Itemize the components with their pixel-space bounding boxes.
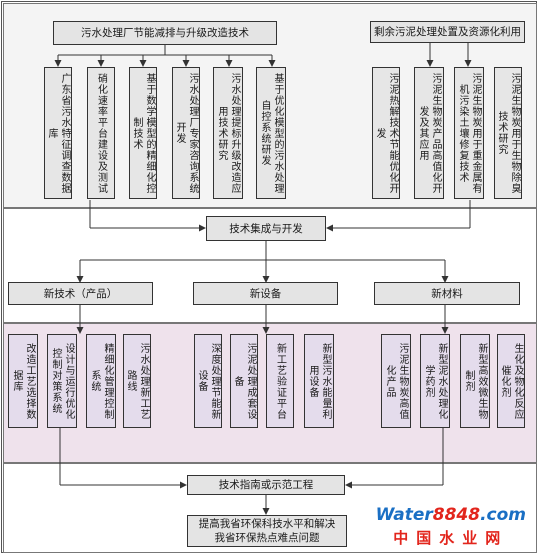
product-8: 新型污水能量利用设备: [304, 334, 334, 428]
product-6: 污泥处理成套设备: [230, 334, 258, 428]
product-9: 污泥生物炭高值化产品: [381, 334, 411, 428]
research-item-2: 硝化速率平台建设及测试: [87, 67, 115, 199]
product-2: 设计与运行优化控制对策系统: [47, 334, 77, 428]
technology-integration-box: 技术集成与开发: [206, 216, 326, 241]
category-new-equipment: 新设备: [193, 282, 338, 305]
research-item-3: 基于数学模型的精细化控制技术: [129, 67, 157, 199]
product-7: 新工艺验证平台: [266, 334, 294, 428]
category-new-technology: 新技术（产品）: [8, 282, 153, 305]
research-item-1: 广东省污水特征调查数据库: [44, 67, 72, 199]
research-item-4: 污水处理厂专家咨询系统开发: [172, 67, 200, 199]
sludge-item-4: 污泥生物炭用于生物除臭技术研究: [494, 67, 522, 199]
goal-line-2: 我省环保热点难点问题: [214, 532, 320, 544]
energy-saving-upgrade-title: 污水处理厂节能减排与升级改造技术: [53, 21, 277, 45]
sludge-item-2: 污泥生物炭产品高值化开发及其应用: [414, 67, 444, 199]
product-1: 改造工艺选择数据库: [8, 334, 38, 428]
research-item-6: 基于优化模型的污水处理自控系统研发: [256, 67, 286, 199]
site-watermark: Water8848.com 中国水业网: [376, 505, 526, 548]
watermark-site-name: 中国水业网: [393, 529, 509, 547]
sludge-treatment-title: 剩余污泥处理处置及资源化利用: [370, 21, 525, 43]
product-3: 精细化管理控制系统: [86, 334, 116, 428]
watermark-logo: Water8848.com: [375, 505, 526, 525]
goal-line-1: 提高我省环保科技水平和解决: [198, 518, 336, 530]
product-11: 新型高效微生物制剂: [460, 334, 490, 428]
goal-box: 提高我省环保科技水平和解决 我省环保热点难点问题: [187, 515, 347, 547]
technical-guide-box: 技术指南或示范工程: [187, 475, 345, 495]
product-12: 生化及物化反应催化剂: [497, 334, 525, 428]
category-new-materials: 新材料: [374, 282, 520, 305]
sludge-item-3: 污泥生物炭用于重金属有机污染土壤修复技术: [454, 67, 484, 199]
research-item-5: 污水处理提标升级改造应用技术研究: [213, 67, 243, 199]
product-4: 污水处理新工艺路线: [123, 334, 151, 428]
sludge-item-1: 污泥热解技术节能优化开发: [372, 67, 400, 199]
product-5: 深度处理节能新设备: [194, 334, 222, 428]
product-10: 新型泥水处理化学药剂: [420, 334, 450, 428]
